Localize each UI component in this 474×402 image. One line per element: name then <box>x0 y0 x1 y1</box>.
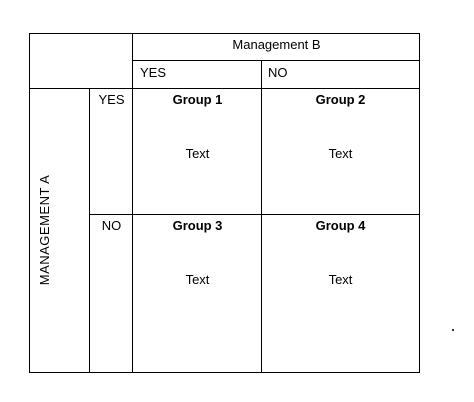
grid-line <box>133 60 420 61</box>
grid-line <box>132 33 133 373</box>
a-no-label: NO <box>101 218 122 233</box>
group-3-title: Group 3 <box>172 218 223 233</box>
b-no-label: NO <box>268 65 288 80</box>
group-2-text: Text <box>328 146 353 161</box>
management-b-header: Management B <box>232 37 321 52</box>
group-3-text: Text <box>185 272 210 287</box>
grid-line <box>29 372 420 373</box>
grid-line <box>29 33 420 34</box>
grid-line <box>29 33 30 373</box>
management-a-label: MANAGEMENT A <box>37 174 52 286</box>
group-2-title: Group 2 <box>315 92 366 107</box>
group-1-text: Text <box>185 146 210 161</box>
grid-line <box>261 60 262 373</box>
group-1-title: Group 1 <box>172 92 223 107</box>
stray-dot <box>452 329 454 331</box>
b-yes-label: YES <box>140 65 167 80</box>
grid-line <box>419 33 420 373</box>
grid-line <box>89 88 90 373</box>
grid-line <box>90 214 420 215</box>
group-4-title: Group 4 <box>315 218 366 233</box>
group-4-text: Text <box>328 272 353 287</box>
a-yes-label: YES <box>98 92 125 107</box>
grid-line <box>29 88 420 89</box>
